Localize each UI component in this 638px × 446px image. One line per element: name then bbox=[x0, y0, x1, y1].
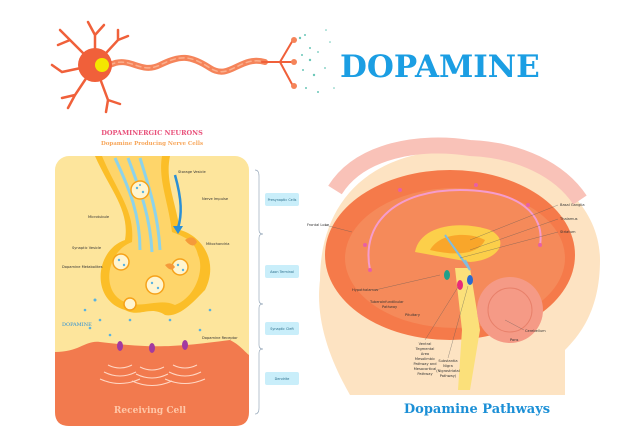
label: Hypothalamus bbox=[352, 288, 378, 292]
page-title: DOPAMINE bbox=[340, 49, 540, 85]
label: Dopamine Metabolites bbox=[62, 265, 103, 269]
label: Pathway bbox=[417, 372, 433, 376]
receiving-cell bbox=[55, 340, 249, 426]
label: Substantia bbox=[438, 359, 457, 363]
label: Striatum bbox=[560, 230, 576, 234]
label: Area bbox=[421, 352, 429, 356]
mesocortical-pathway bbox=[367, 188, 542, 271]
label: Dendrite bbox=[275, 377, 290, 381]
label: Mesolimbic bbox=[415, 357, 435, 361]
label: Presynaptic Cells bbox=[268, 198, 297, 202]
label: Mesocortical bbox=[414, 367, 437, 371]
synapse-labels: Storage Vesicle Nerve Impulse Microtubul… bbox=[62, 170, 238, 340]
label: Pathway and bbox=[413, 362, 436, 366]
label: Pathway) bbox=[440, 374, 457, 378]
section-brackets bbox=[254, 169, 264, 415]
label: Pathway bbox=[382, 305, 398, 309]
mitochondria bbox=[165, 263, 175, 270]
neurons-heading: DOPAMINERGIC NEURONS bbox=[101, 129, 203, 137]
label: Pons bbox=[510, 338, 519, 342]
label: Nerve Impulse bbox=[202, 197, 229, 201]
neurons-subheading: Dopamine Producing Nerve Cells bbox=[101, 141, 203, 147]
label: Mitochondria bbox=[206, 242, 229, 246]
neuron-illustration bbox=[50, 20, 294, 114]
label: Dopamine Receptor bbox=[202, 336, 238, 340]
label: Pituitary bbox=[405, 313, 421, 317]
dopamine-label: DOPAMINE bbox=[62, 322, 92, 328]
receiving-cell-label: Receiving Cell bbox=[114, 406, 187, 416]
pathways-heading: Dopamine Pathways bbox=[404, 402, 550, 417]
label: Nigra bbox=[443, 364, 453, 368]
vesicles bbox=[112, 180, 189, 311]
label: Basal Ganglia bbox=[560, 203, 585, 207]
cerebellum bbox=[477, 277, 543, 343]
label: Thalamus bbox=[559, 217, 578, 221]
label: Storage Vesicle bbox=[178, 170, 206, 174]
label: Frontal Lobe bbox=[307, 223, 330, 227]
label: Ventral bbox=[419, 342, 432, 346]
label: Synaptic Cleft bbox=[270, 327, 294, 331]
label: (Nigrostriatal bbox=[436, 369, 460, 373]
neurotransmitter-dots bbox=[298, 29, 335, 93]
neuron-nucleus bbox=[95, 58, 109, 72]
label: Microtubule bbox=[88, 215, 110, 219]
label: Tuberoinfundibular bbox=[369, 300, 404, 304]
label: Cerebellum bbox=[525, 329, 546, 333]
nerve-impulse-arrow bbox=[173, 174, 182, 229]
label: Tegmental bbox=[415, 347, 435, 351]
label: Synaptic Vesicle bbox=[72, 246, 102, 250]
label: Axon Terminal bbox=[270, 270, 294, 274]
section-boxes: Presynaptic Cells Axon Terminal Synaptic… bbox=[265, 193, 299, 385]
brainstem bbox=[455, 268, 480, 390]
brain-labels: Frontal Lobe Basal Ganglia Thalamus Stri… bbox=[307, 203, 585, 378]
